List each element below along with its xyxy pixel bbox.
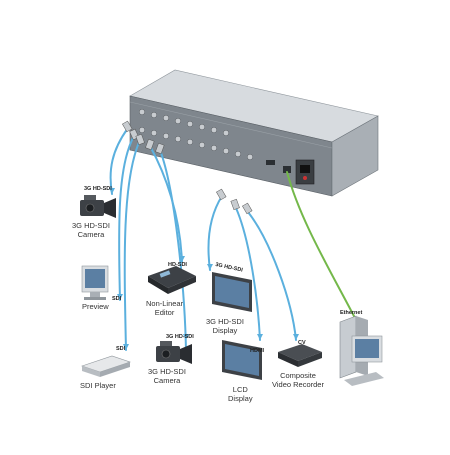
sdi-cables (109, 127, 297, 353)
desktop-computer-icon (339, 315, 384, 386)
cable-tag-camera-top: 3G HD-SDI (84, 186, 112, 192)
cable-tag-preview: SDI (112, 296, 122, 302)
flat-panel-display-icon (212, 272, 252, 312)
unit-side-panel (331, 115, 379, 197)
cable-plugs (122, 120, 253, 215)
cable-tag-lcd: HDMI (250, 348, 265, 354)
video-camera-icon (80, 195, 116, 218)
router-unit (129, 69, 379, 197)
video-camera-icon (156, 341, 192, 364)
bnc-connectors-lower (138, 126, 254, 161)
cable-editor (149, 145, 183, 263)
cable-camera-bottom (159, 149, 187, 353)
label-preview: Preview (82, 302, 109, 311)
cable-tag-camera-bottom: 3G HD-SDI (166, 334, 194, 340)
cable-recorder (247, 211, 297, 341)
cable-lcd (235, 207, 261, 341)
cable-display-sdi (207, 195, 223, 271)
cable-camera-top (109, 127, 129, 195)
cable-preview (118, 135, 135, 301)
cable-arrows (109, 188, 299, 350)
monitor-icon (81, 265, 109, 300)
editing-deck-icon (148, 266, 196, 294)
cable-tag-sdi-player: SDI (116, 346, 126, 352)
ethernet-port (283, 166, 291, 173)
cable-tag-ethernet: Ethernet (340, 310, 363, 316)
cable-sdi-player (123, 139, 141, 351)
flat-panel-display-icon (222, 340, 262, 380)
label-sdi-player: SDI Player (80, 381, 116, 390)
hdmi-port (266, 160, 275, 165)
media-player-icon (81, 355, 131, 377)
bnc-connectors-upper (138, 108, 230, 137)
cable-tag-recorder: CV (298, 340, 306, 346)
cable-tag-editor: HD-SDI (168, 262, 187, 268)
ethernet-cable (286, 171, 357, 321)
video-recorder-icon (278, 344, 322, 367)
